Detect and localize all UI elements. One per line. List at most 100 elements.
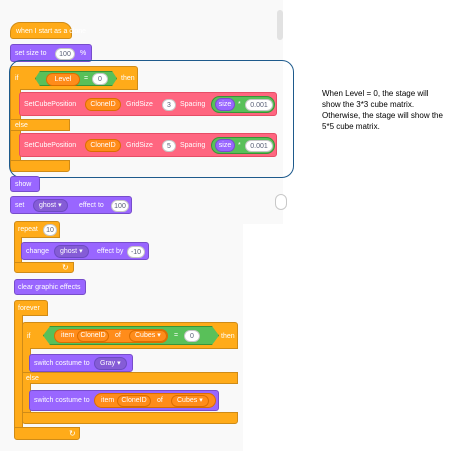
of-label: of [115, 332, 121, 339]
effect-value: ghost [60, 248, 78, 255]
note-line-4: 5*5 cube matrix. [322, 122, 380, 131]
if-label: if [27, 333, 31, 340]
chevron-down-icon: ▾ [58, 202, 62, 209]
chevron-down-icon: ▾ [79, 248, 83, 255]
chevron-down-icon: ▾ [157, 332, 161, 339]
if-else-block-1[interactable]: if Level = 0 then [10, 66, 138, 90]
spacing-factor[interactable]: 0.001 [245, 140, 273, 152]
list-dropdown[interactable]: Cubes ▾ [129, 330, 167, 342]
repeat-count[interactable]: 10 [43, 224, 57, 236]
level-compare-value[interactable]: 0 [92, 73, 108, 85]
effect-dropdown[interactable]: ghost ▾ [54, 245, 89, 258]
else-bar: else [10, 119, 70, 131]
effect-dropdown[interactable]: ghost ▾ [33, 199, 68, 212]
list-name: Cubes [135, 332, 156, 339]
show-label: show [15, 181, 32, 188]
note-line-2: show the 3*3 cube matrix. [322, 100, 415, 109]
else-label: else [15, 122, 28, 129]
spacing-factor[interactable]: 0.001 [245, 99, 273, 111]
blank-area [243, 224, 474, 451]
forever-label: forever [18, 305, 40, 312]
costume-dropdown[interactable]: Gray ▾ [94, 357, 127, 370]
cloneid-reporter[interactable]: CloneID [117, 395, 151, 407]
gridsize-label: GridSize [126, 101, 153, 108]
cloneid-reporter[interactable]: CloneID [77, 330, 109, 342]
repeat-block[interactable]: repeat 10 [14, 221, 60, 238]
gridsize-value[interactable]: 5 [162, 140, 176, 152]
then-label: then [221, 333, 235, 340]
gridsize-value[interactable]: 3 [162, 99, 176, 111]
multiply-operator[interactable]: size * 0.001 [211, 96, 275, 113]
size-reporter[interactable]: size [215, 98, 235, 111]
change-label: change [26, 248, 49, 255]
compare-value[interactable]: 0 [184, 330, 200, 342]
if-label: if [15, 75, 19, 82]
list-dropdown[interactable]: Cubes ▾ [171, 395, 209, 407]
zoom-control[interactable] [275, 194, 287, 210]
spacing-label: Spacing [180, 101, 206, 108]
item-of-list-reporter[interactable]: item CloneID of Cubes ▾ [54, 329, 168, 343]
procedure-name: SetCubePosition [24, 142, 77, 149]
set-label: set [15, 202, 25, 209]
switch-costume-block-1[interactable]: switch costume to Gray ▾ [29, 354, 133, 372]
size-unit: % [80, 50, 87, 57]
clear-label: clear graphic effects [18, 284, 81, 291]
list-name: Cubes [177, 397, 198, 404]
set-cube-position-call-2[interactable]: SetCubePosition CloneID GridSize 5 Spaci… [19, 133, 277, 157]
multiply-operator[interactable]: size * 0.001 [211, 137, 275, 154]
size-reporter[interactable]: size [215, 139, 235, 152]
set-size-block[interactable]: set size to 100 % [10, 44, 92, 62]
procedure-name: SetCubePosition [24, 101, 77, 108]
clear-graphic-effects-block[interactable]: clear graphic effects [14, 279, 86, 295]
size-value-input[interactable]: 100 [55, 48, 75, 60]
spacing-label: Spacing [180, 142, 206, 149]
workspace-scrollbar[interactable] [277, 10, 283, 40]
effect-value-input[interactable]: 100 [111, 200, 129, 212]
hat-label: when I start as a clone [16, 28, 87, 35]
costume-value: Gray [100, 360, 116, 367]
level-variable[interactable]: Level [46, 73, 80, 86]
note-line-1: When Level = 0, the stage will [322, 89, 429, 98]
switch-costume-label: switch costume to [34, 360, 90, 367]
loop-arrow-icon: ↻ [62, 263, 69, 272]
effect-value: ghost [39, 202, 57, 209]
loop-arrow-icon: ↻ [69, 429, 76, 438]
of-label: of [157, 397, 163, 404]
set-cube-position-call-1[interactable]: SetCubePosition CloneID GridSize 3 Spaci… [19, 92, 277, 116]
forever-bottom: ↻ [14, 427, 80, 440]
highlight-frame [9, 60, 294, 178]
set-effect-block[interactable]: set ghost ▾ effect to 100 [10, 196, 132, 214]
effect-by-label: effect by [97, 248, 124, 255]
note-line-3: Otherwise, the stage will show the [322, 111, 443, 120]
show-block[interactable]: show [10, 176, 40, 192]
equals-condition[interactable]: Level = 0 [35, 71, 117, 86]
then-label: then [121, 75, 135, 82]
equals-operator: = [84, 75, 89, 82]
gridsize-label: GridSize [126, 142, 153, 149]
set-size-label: set size to [15, 50, 47, 57]
cloneid-reporter[interactable]: CloneID [85, 139, 121, 152]
multiply-sign: * [238, 101, 241, 108]
if2-bottom [22, 412, 238, 424]
switch-costume-label: switch costume to [34, 397, 90, 404]
item-of-list-reporter[interactable]: item CloneID of Cubes ▾ [94, 393, 216, 408]
repeat-bottom: ↻ [14, 262, 74, 273]
else-bar-2: else [22, 372, 238, 384]
repeat-label: repeat [18, 226, 38, 233]
change-effect-block[interactable]: change ghost ▾ effect by -10 [21, 242, 149, 260]
item-label: item [101, 397, 115, 404]
effect-change-input[interactable]: -10 [127, 246, 145, 258]
item-label: item [61, 332, 75, 339]
chevron-down-icon: ▾ [199, 397, 203, 404]
if-else-block-2[interactable]: if item CloneID of Cubes ▾ = 0 then [22, 322, 238, 349]
when-start-as-clone-hat[interactable]: when I start as a clone [10, 22, 86, 39]
chevron-down-icon: ▾ [117, 360, 121, 367]
cloneid-reporter[interactable]: CloneID [85, 98, 121, 111]
effect-to-label: effect to [79, 202, 104, 209]
forever-block[interactable]: forever [14, 300, 48, 316]
else-label: else [26, 375, 39, 382]
switch-costume-block-2[interactable]: switch costume to item CloneID of Cubes … [29, 390, 219, 411]
equals-operator: = [174, 332, 179, 339]
explanation-note: When Level = 0, the stage will show the … [322, 88, 472, 132]
equals-condition[interactable]: item CloneID of Cubes ▾ = 0 [43, 326, 219, 345]
